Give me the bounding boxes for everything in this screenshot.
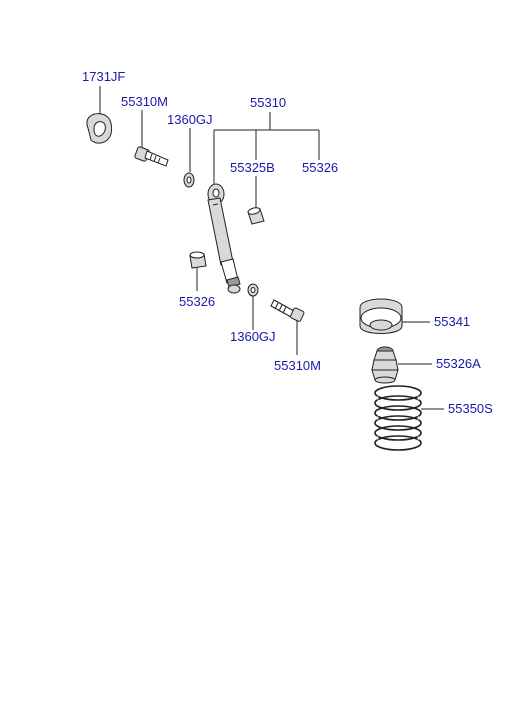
callout-55310M-lower[interactable]: 55310M <box>274 358 321 373</box>
bushing-55325B-part <box>247 207 265 225</box>
upper-washer-part <box>183 172 195 188</box>
callout-55325B[interactable]: 55325B <box>230 160 275 175</box>
callout-1360GJ-upper[interactable]: 1360GJ <box>167 112 213 127</box>
upper-bolt-part <box>134 146 169 167</box>
callout-55341[interactable]: 55341 <box>434 314 470 329</box>
callout-55310[interactable]: 55310 <box>250 95 286 110</box>
spring-pad-part <box>359 298 403 334</box>
lower-washer-part <box>247 283 259 297</box>
callout-55326-upper[interactable]: 55326 <box>302 160 338 175</box>
callout-1360GJ-lower[interactable]: 1360GJ <box>230 329 276 344</box>
callout-1731JF[interactable]: 1731JF <box>82 69 125 84</box>
coil-spring-part <box>374 385 422 451</box>
bump-stopper-part <box>371 346 399 384</box>
lower-bolt-part <box>270 299 305 322</box>
bushing-55326-lower-part <box>189 251 207 269</box>
callout-55326-lower[interactable]: 55326 <box>179 294 215 309</box>
shock-absorber-part <box>207 183 241 294</box>
callout-55310M-upper[interactable]: 55310M <box>121 94 168 109</box>
callout-55326A[interactable]: 55326A <box>436 356 481 371</box>
callout-55350S[interactable]: 55350S <box>448 401 493 416</box>
seal-ring-part <box>86 113 113 144</box>
leader-55310-bracket <box>213 112 320 186</box>
